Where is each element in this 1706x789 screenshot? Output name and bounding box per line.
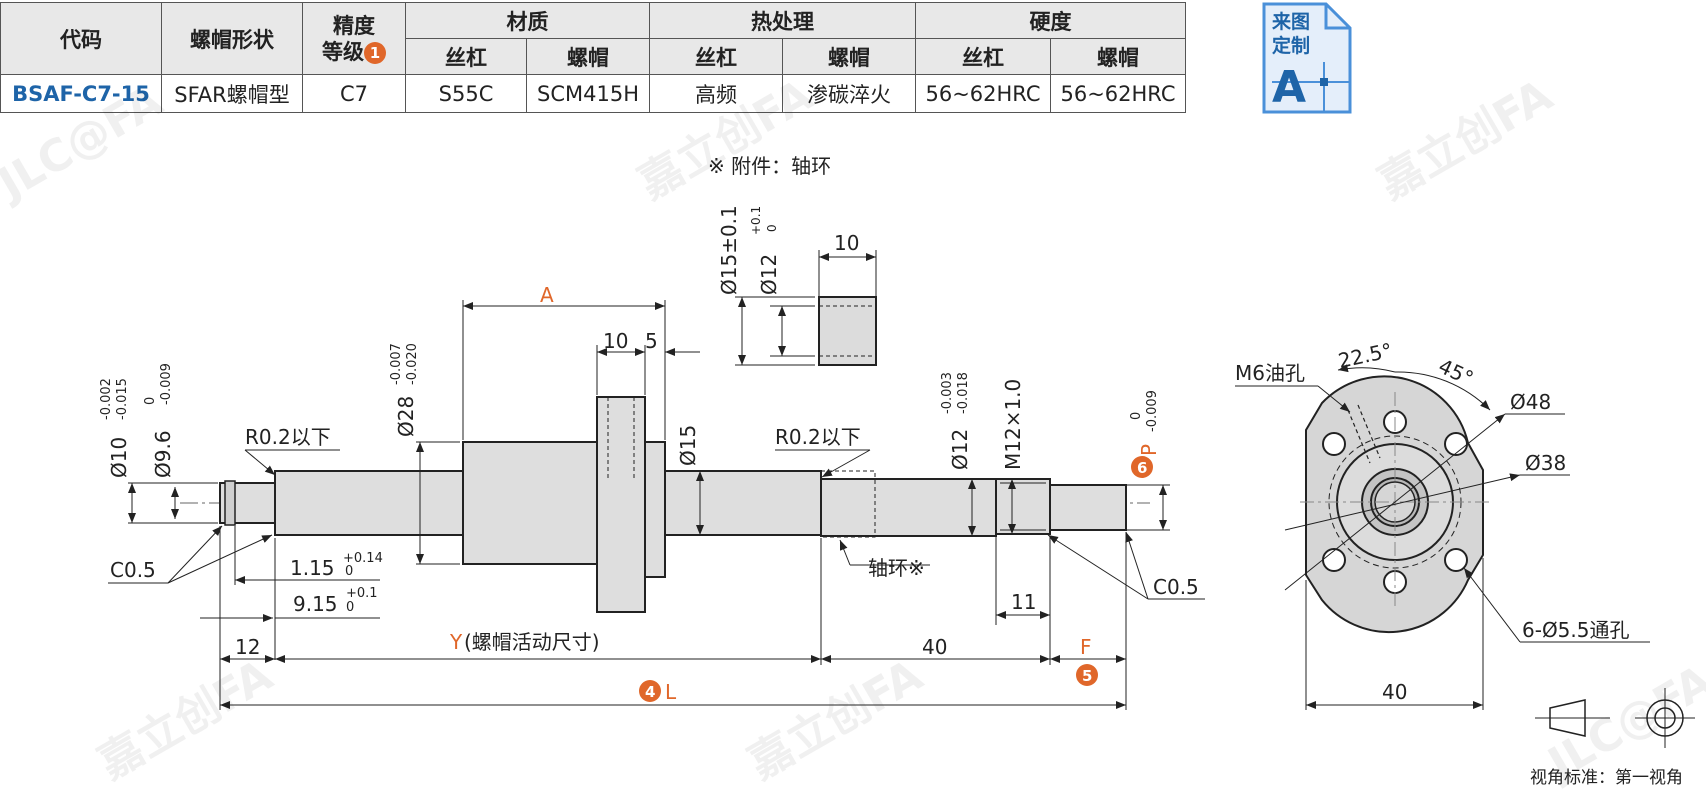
d10-tol-low: -0.015	[115, 378, 130, 420]
dim-40-label: 40	[922, 635, 947, 659]
watermark-1: JLC@FA	[0, 75, 171, 211]
row-code: BSAF-C7-15	[0, 74, 162, 113]
l-marker	[639, 680, 661, 702]
d96-tol-up: 0	[143, 397, 158, 405]
row-heat-screw: 高频	[649, 74, 783, 113]
dim-11-label: 11	[1011, 590, 1036, 614]
p-tol-low: -0.009	[1145, 390, 1160, 432]
collar-width-label: 10	[834, 231, 859, 255]
flange-d48-label: Ø48	[1510, 390, 1551, 414]
r02-right-label: R0.2以下	[775, 425, 861, 449]
collar-od-label: Ø15±0.1	[717, 205, 741, 295]
d915-tol-low: 0	[346, 600, 354, 615]
c05-right-label: C0.5	[1153, 575, 1199, 599]
collar-id-tol-up: +0.1	[749, 206, 763, 235]
dim-5-label: 5	[645, 329, 658, 353]
c05-left-label: C0.5	[110, 558, 156, 582]
badge-line1: 来图	[1272, 11, 1310, 33]
d10-label: Ø10	[107, 437, 131, 478]
dim-12-label: 12	[235, 635, 260, 659]
badge-letter: A	[1272, 62, 1306, 113]
precision-marker-1: 1	[364, 41, 386, 64]
d96-label: Ø9.6	[151, 430, 175, 478]
row-hard-nut: 56~62HRC	[1050, 74, 1186, 113]
watermark-4: 嘉立创FA	[90, 650, 281, 789]
dim-Y-text: (螺帽活动尺寸)	[464, 630, 600, 654]
row-heat-nut: 渗碳淬火	[782, 74, 916, 113]
dim-A-label: A	[540, 283, 554, 307]
row-shape: SFAR螺帽型	[161, 74, 303, 113]
l-marker-number: 4	[645, 683, 655, 701]
d915-tol-up: +0.1	[346, 586, 378, 601]
row-mat-screw: S55C	[405, 74, 527, 113]
p-tol-up: 0	[1129, 412, 1144, 420]
d10-tol-up: -0.002	[99, 378, 114, 420]
col-code-header: 代码	[0, 2, 162, 75]
flange-d38-label: Ø38	[1525, 451, 1566, 475]
row-precision: C7	[302, 74, 406, 113]
watermark-3: 嘉立创FA	[1370, 70, 1561, 210]
collar-leader-label: 轴环※	[868, 556, 925, 580]
d915-label: 9.15	[293, 592, 338, 616]
d28-label: Ø28	[394, 396, 418, 437]
flange-oil-label: M6油孔	[1235, 361, 1305, 385]
p-label: P	[1137, 444, 1161, 456]
d115-tol-up: +0.14	[343, 551, 383, 566]
col-hardness-header: 硬度	[915, 2, 1186, 39]
watermark-5: 嘉立创FA	[740, 650, 931, 789]
flange-dimension-lines	[1235, 364, 1650, 710]
d15-label: Ø15	[676, 425, 700, 466]
col-heat-header: 热处理	[649, 2, 916, 39]
collar-id-tol-low: 0	[765, 224, 779, 232]
d12-tol-up: -0.003	[940, 372, 955, 414]
ball-screw-shaft	[180, 396, 1150, 613]
badge-line2: 定制	[1272, 34, 1310, 57]
d12-tol-low: -0.018	[956, 372, 971, 414]
d96-tol-low: -0.009	[159, 363, 174, 405]
d28-tol-low: -0.020	[405, 343, 420, 385]
p-marker-number: 6	[1137, 459, 1147, 477]
flange-225-label: 22.5°	[1336, 338, 1394, 373]
flange-40-label: 40	[1382, 680, 1407, 704]
d12-label: Ø12	[948, 429, 972, 470]
dim-F-label: F	[1080, 635, 1092, 659]
collar-id-label: Ø12	[757, 254, 781, 295]
heat-screw-header: 丝杠	[649, 38, 783, 75]
r02-left-label: R0.2以下	[245, 425, 331, 449]
mat-nut-header: 螺帽	[526, 38, 650, 75]
watermark-2: 嘉立创FA	[630, 70, 821, 210]
flange-45-label: 45°	[1435, 354, 1477, 391]
row-hard-screw: 56~62HRC	[915, 74, 1051, 113]
row-mat-nut: SCM415H	[526, 74, 650, 113]
m12-label: M12×1.0	[1001, 379, 1025, 470]
custom-drawing-badge: 来图 定制 A	[1262, 2, 1352, 114]
dim-L-label: L	[665, 680, 677, 704]
f-marker-number: 5	[1082, 667, 1092, 685]
d115-label: 1.15	[290, 556, 335, 580]
p-marker	[1131, 456, 1153, 478]
d115-tol-low: 0	[345, 564, 353, 579]
precision-line1: 精度	[333, 13, 375, 38]
accessory-note: ※ 附件：轴环	[708, 154, 831, 178]
view-standard-label: 视角标准：第一视角	[1530, 768, 1683, 788]
dim-10-label: 10	[603, 329, 628, 353]
precision-line2: 等级	[322, 39, 364, 64]
heat-nut-header: 螺帽	[782, 38, 916, 75]
col-material-header: 材质	[405, 2, 650, 39]
first-angle-symbol	[1535, 688, 1695, 748]
dim-Y-letter: Y	[449, 630, 463, 654]
d28-tol-up: -0.007	[389, 343, 404, 385]
hard-screw-header: 丝杠	[915, 38, 1051, 75]
mat-screw-header: 丝杠	[405, 38, 527, 75]
f-marker	[1076, 664, 1098, 686]
flange-holes-label: 6-Ø5.5通孔	[1522, 618, 1630, 642]
shaft-dimension-lines	[108, 300, 1205, 710]
collar-view	[735, 250, 877, 366]
